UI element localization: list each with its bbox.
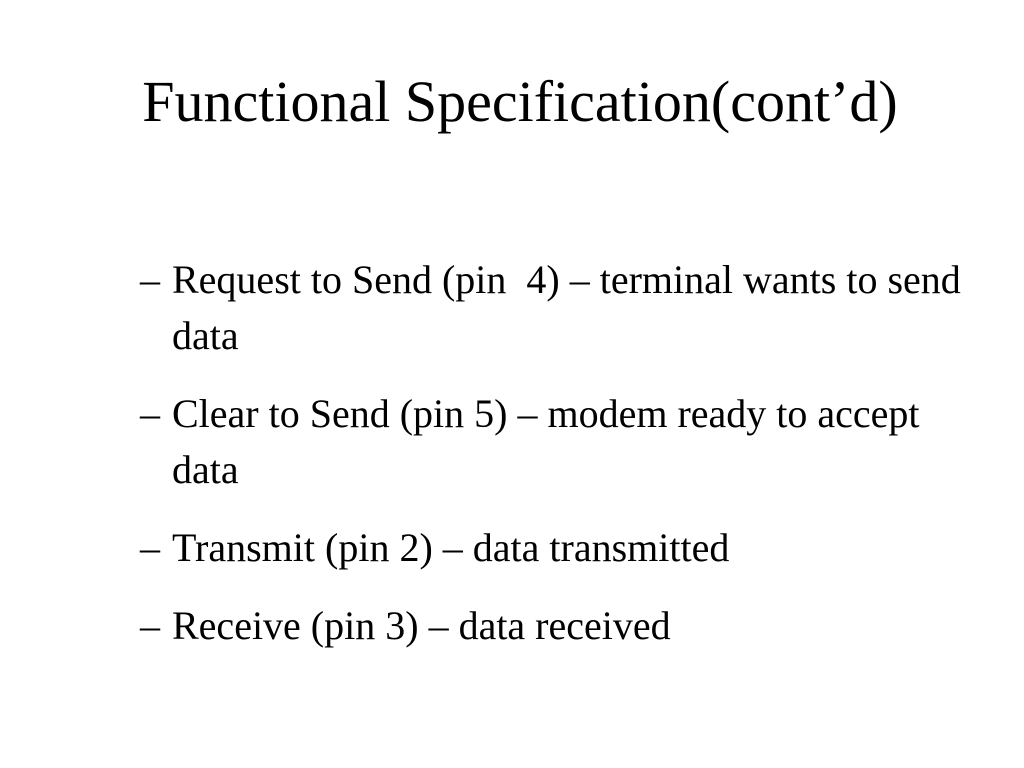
- bullet-text: Transmit (pin 2) – data transmitted: [172, 525, 730, 570]
- bullet-text: Request to Send (pin 4) – terminal wants…: [172, 257, 971, 358]
- bullet-item-clear-to-send: – Clear to Send (pin 5) – modem ready to…: [140, 386, 970, 498]
- bullet-text: Receive (pin 3) – data received: [172, 603, 671, 648]
- slide-title: Functional Specification(cont’d): [142, 69, 898, 134]
- bullet-text: Clear to Send (pin 5) – modem ready to a…: [172, 391, 930, 492]
- dash-bullet-icon: –: [140, 603, 160, 648]
- bullet-item-request-to-send: – Request to Send (pin 4) – terminal wan…: [140, 252, 970, 364]
- bullet-item-receive: – Receive (pin 3) – data received: [140, 598, 970, 654]
- bullet-item-transmit: – Transmit (pin 2) – data transmitted: [140, 520, 970, 576]
- dash-bullet-icon: –: [140, 391, 160, 436]
- dash-bullet-icon: –: [140, 525, 160, 570]
- bullet-list: – Request to Send (pin 4) – terminal wan…: [140, 252, 970, 676]
- dash-bullet-icon: –: [140, 257, 160, 302]
